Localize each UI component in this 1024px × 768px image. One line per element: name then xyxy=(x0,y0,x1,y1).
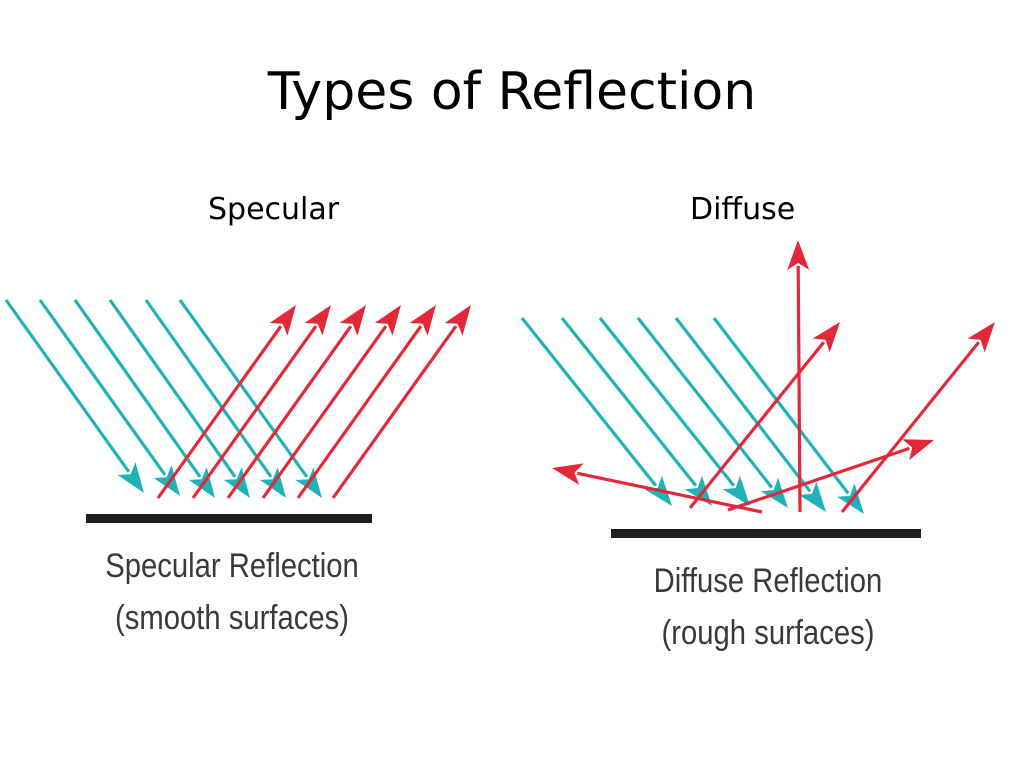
diffuse-surface xyxy=(611,529,921,538)
diffuse-reflected-ray xyxy=(840,322,995,514)
specular-caption-line1: Specular Reflection xyxy=(105,547,359,585)
diffuse-incident-ray xyxy=(674,317,826,512)
specular-incident-ray xyxy=(73,299,215,498)
diffuse-heading: Diffuse xyxy=(690,192,796,227)
diffuse-incident-ray xyxy=(598,317,750,506)
diffuse-reflected-ray xyxy=(787,240,810,513)
slide-title: Types of Reflection xyxy=(267,62,757,122)
specular-reflected-ray xyxy=(226,305,366,499)
specular-reflected-ray xyxy=(296,305,436,499)
diffuse-reflected-ray xyxy=(688,322,840,510)
diffuse-incident-ray xyxy=(560,317,712,506)
diffuse-caption-line2: (rough surfaces) xyxy=(661,614,875,652)
diffuse-reflected-ray xyxy=(552,463,763,514)
specular-reflected-ray xyxy=(261,305,401,499)
specular-caption-line2: (smooth surfaces) xyxy=(114,599,350,637)
specular-caption: Specular Reflection (smooth surfaces) xyxy=(77,540,387,644)
specular-reflected-ray xyxy=(331,305,471,499)
specular-incident-ray xyxy=(38,299,180,496)
diffuse-incident-ray xyxy=(712,317,864,514)
specular-reflected-ray xyxy=(156,305,296,499)
specular-surface xyxy=(86,514,372,523)
specular-incident-ray xyxy=(4,299,144,493)
specular-reflected-ray xyxy=(191,305,331,499)
diffuse-caption-line1: Diffuse Reflection xyxy=(653,562,883,600)
specular-heading: Specular xyxy=(208,192,340,227)
diffuse-caption: Diffuse Reflection (rough surfaces) xyxy=(613,555,923,659)
diffuse-reflected-ray xyxy=(727,439,934,512)
